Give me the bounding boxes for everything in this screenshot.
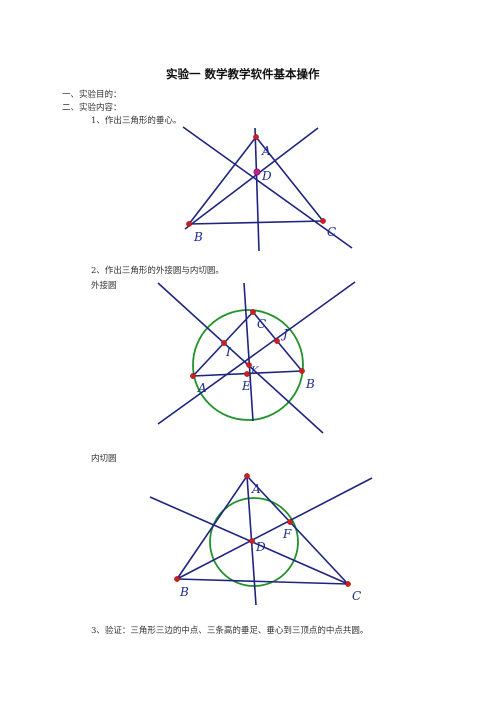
point-k <box>246 362 252 368</box>
point-c <box>320 218 326 224</box>
point-a <box>244 473 250 479</box>
label-j: J <box>280 327 289 341</box>
point-b <box>299 368 305 374</box>
point-c <box>345 581 351 587</box>
label-c: C <box>257 317 266 331</box>
label-f: F <box>282 527 292 541</box>
item-3-text: 3、验证：三角形三边的中点、三条高的垂足、垂心到三顶点的中点共圆。 <box>91 626 369 636</box>
section-purpose: 一、实验目的： <box>62 90 122 100</box>
page-title: 实验一 数学教学软件基本操作 <box>166 67 320 81</box>
circumcircle <box>192 309 304 421</box>
side-bc <box>176 578 349 585</box>
side-ac <box>246 475 349 585</box>
point-a <box>190 373 196 379</box>
altitudes <box>182 126 353 252</box>
perpendicular-bisectors <box>157 281 356 434</box>
label-d: D <box>255 540 266 554</box>
bisector-c <box>149 496 349 585</box>
bisector-b <box>176 477 373 580</box>
point-c <box>250 309 256 315</box>
point-i <box>221 340 227 346</box>
label-k: K <box>250 366 259 377</box>
side-ab <box>176 475 248 580</box>
label-a: A <box>251 482 261 496</box>
point-d <box>249 538 255 544</box>
point-b <box>186 221 192 227</box>
label-b: B <box>193 230 203 244</box>
triangle-sides <box>188 136 324 225</box>
label-c: C <box>352 589 361 603</box>
altitude-from-a <box>254 127 260 252</box>
triangle-sides <box>176 475 349 585</box>
label-e: E <box>241 379 251 393</box>
point-j <box>274 338 280 344</box>
point-b <box>174 576 180 582</box>
side-ab <box>188 136 257 225</box>
label-i: I <box>225 345 231 359</box>
point-a <box>253 134 259 140</box>
side-ac <box>255 136 324 222</box>
point-e <box>244 371 250 377</box>
circumcircle-caption: 外接圆 <box>91 281 117 291</box>
label-d: D <box>261 169 272 183</box>
altitude-from-c <box>182 126 353 249</box>
bisector-bc <box>157 281 356 425</box>
point-f <box>287 519 293 525</box>
side-bc <box>188 220 324 225</box>
orthocenter-point <box>253 168 261 176</box>
item-1-text: 1、作出三角形的垂心。 <box>91 116 182 126</box>
label-a: A <box>261 144 271 158</box>
bisector-ab <box>243 282 254 422</box>
label-b: B <box>179 585 189 599</box>
bisector-ac <box>157 282 324 434</box>
altitude-from-b <box>184 127 319 230</box>
label-b: B <box>305 377 315 391</box>
label-c: C <box>327 225 336 239</box>
label-a: A <box>197 381 207 395</box>
section-content: 二、实验内容： <box>62 103 122 113</box>
incircle-caption: 内切圆 <box>91 454 117 464</box>
item-2-text: 2、作出三角形的外接圆与内切圆。 <box>91 266 224 276</box>
